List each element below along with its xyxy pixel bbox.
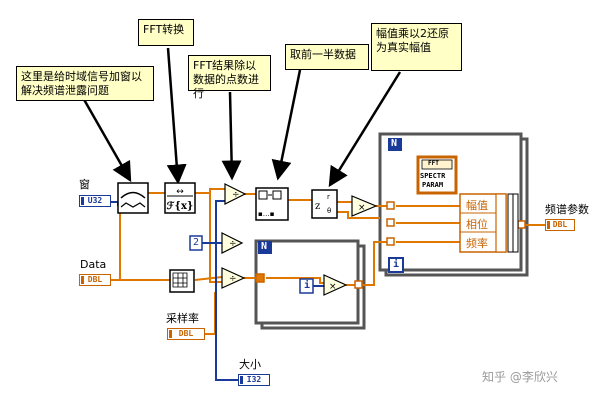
multiply-node-1[interactable]: × (351, 195, 378, 217)
label-sample-rate: 采样率 (166, 312, 199, 325)
window-function-node[interactable] (117, 182, 149, 214)
complex-to-polar-node[interactable]: z r θ (311, 189, 338, 219)
loop-tunnels (255, 201, 526, 289)
label-window: 窗 (79, 178, 90, 191)
outer-loop-count: N (391, 138, 398, 149)
note-divide: FFT结果除以数据的点数进行 (188, 55, 271, 100)
array-size-node[interactable] (169, 269, 195, 293)
callout-arrows (80, 47, 402, 188)
svg-text:÷: ÷ (229, 239, 237, 249)
watermark: 知乎 @李欣兴 (482, 370, 558, 384)
divide-node-3[interactable]: ÷ (221, 267, 246, 289)
svg-text:z: z (315, 201, 320, 212)
svg-text:θ: θ (327, 207, 331, 215)
bundle-field-phase[interactable]: 相位 (466, 218, 488, 231)
inner-loop-count: N (261, 241, 268, 252)
svg-text:÷: ÷ (229, 274, 237, 284)
svg-text:÷: ÷ (232, 190, 240, 200)
svg-text:×: × (329, 282, 337, 292)
spectrum-param-cluster-icon[interactable] (416, 155, 458, 195)
note-amplitude: 幅值乘以2还原为真实幅值 (371, 23, 462, 71)
svg-text:▪…▪: ▪…▪ (258, 210, 275, 218)
data-wires (111, 188, 545, 335)
label-size: 大小 (239, 358, 261, 371)
note-fft: FFT转换 (138, 19, 194, 46)
outer-loop-iteration: i (393, 259, 400, 270)
bundle-field-frequency[interactable]: 频率 (466, 237, 488, 250)
divide-node-2[interactable]: ÷ (221, 232, 244, 254)
svg-text:↔: ↔ (176, 187, 184, 197)
svg-text:r: r (327, 193, 330, 201)
bundle-field-amplitude[interactable]: 幅值 (466, 199, 488, 212)
label-data: Data (80, 258, 107, 271)
multiply-node-2[interactable]: × (323, 274, 348, 296)
cluster-line2: SPECTR (420, 172, 446, 180)
constant-two-value: 2 (193, 237, 200, 248)
size-terminal[interactable]: I32 (238, 374, 270, 386)
sample-rate-terminal[interactable]: DBL (167, 328, 205, 340)
fft-node[interactable]: ↔ ℱ{x} (164, 182, 196, 214)
cluster-line3: PARAM (422, 181, 444, 189)
window-type-terminal[interactable]: U32 (79, 195, 111, 207)
bundle-by-name-node[interactable] (459, 193, 519, 253)
constant-two[interactable] (189, 235, 203, 251)
iteration-terminal (299, 278, 314, 294)
note-half: 取前一半数据 (285, 44, 369, 70)
integer-wires (110, 200, 324, 381)
data-terminal[interactable]: DBL (79, 274, 111, 286)
svg-text:×: × (358, 203, 366, 213)
svg-text:ℱ{x}: ℱ{x} (167, 201, 194, 212)
cluster-title: FFT (428, 160, 439, 167)
note-window: 这里是给时域信号加窗以解决频谱泄露问题 (16, 66, 154, 101)
label-spectrum: 频谱参数 (545, 203, 589, 216)
divide-node-1[interactable]: ÷ (224, 183, 247, 205)
spectrum-terminal[interactable]: DBL (545, 219, 575, 231)
iteration-label: i (304, 280, 311, 291)
array-subset-node[interactable]: ▪…▪ (255, 187, 289, 221)
